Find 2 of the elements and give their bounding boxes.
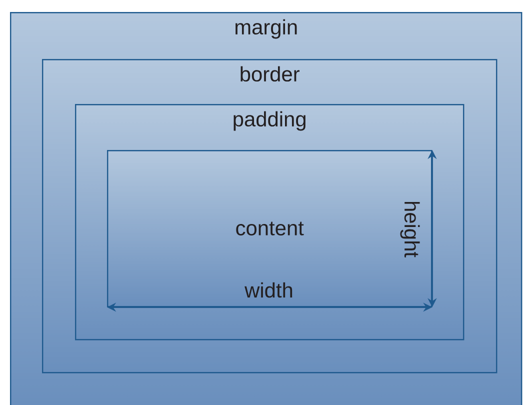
dimension-label: height — [400, 202, 420, 258]
dimension-label: width — [244, 282, 292, 298]
